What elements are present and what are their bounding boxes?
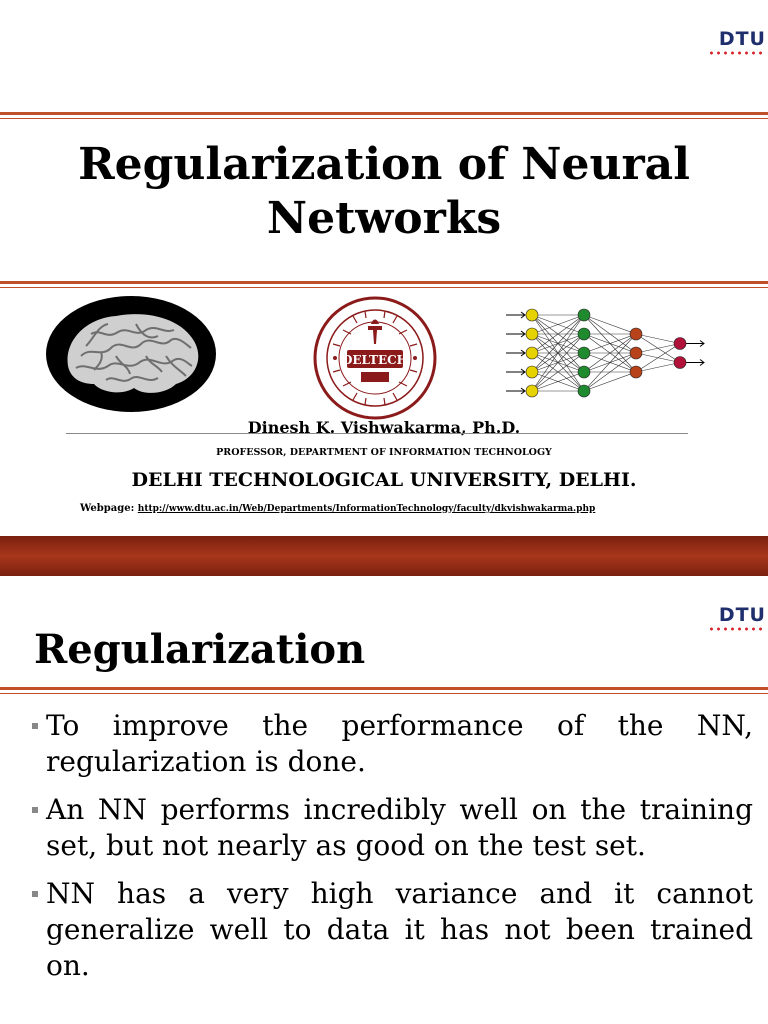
nn-neuron [525, 384, 539, 398]
bullet-marker [32, 891, 38, 897]
title-slide: DTU Regularization of Neural Networks DE… [0, 28, 768, 514]
nn-input-arrow [506, 368, 526, 376]
nn-neuron [525, 365, 539, 379]
nn-connection [583, 333, 637, 354]
webpage-link[interactable]: http://www.dtu.ac.in/Web/Departments/Inf… [137, 504, 596, 514]
nn-neuron [629, 327, 643, 341]
nn-input-arrow [506, 330, 526, 338]
seal-center-text: DELTECH [342, 353, 408, 367]
webpage-label: Webpage: [80, 503, 135, 514]
nn-output-arrow [686, 359, 705, 366]
bullet-marker [32, 807, 38, 813]
neural-network-diagram [506, 308, 705, 398]
bullet-list: To improve the performance of the NN, re… [18, 708, 753, 996]
brain-image [46, 296, 216, 412]
nn-connection [531, 314, 585, 392]
nn-neuron [673, 356, 687, 369]
nn-output-arrow [686, 340, 705, 347]
slide-title: Regularization of Neural Networks [78, 139, 690, 244]
heading-rule-thin [0, 693, 768, 694]
university-name: DELHI TECHNOLOGICAL UNIVERSITY, DELHI. [131, 469, 637, 491]
slide-divider-band [0, 536, 768, 576]
nn-neuron [629, 346, 643, 360]
nn-neuron [577, 346, 591, 360]
nn-neuron [525, 346, 539, 360]
nn-connection [635, 343, 681, 354]
nn-neuron [525, 327, 539, 341]
nn-neuron [673, 337, 687, 350]
bullet-marker [32, 723, 38, 729]
nn-neuron [577, 308, 591, 322]
nn-input-arrow [506, 311, 526, 319]
nn-connection [531, 371, 585, 392]
nn-connection [583, 333, 637, 373]
nn-neuron [629, 365, 643, 379]
bullet-item: NN has a very high variance and it canno… [18, 876, 753, 984]
dtu-logo-2: DTU [718, 604, 766, 626]
heading-rule [0, 687, 768, 690]
slide-heading: Regularization [34, 626, 366, 673]
dtu-logo-dots-2 [708, 627, 766, 631]
bullet-text: NN has a very high variance and it canno… [46, 877, 753, 982]
nn-connection [531, 352, 585, 392]
nn-neuron [577, 365, 591, 379]
bullet-text: An NN performs incredibly well on the tr… [46, 793, 753, 862]
bullet-text: To improve the performance of the NN, re… [46, 709, 753, 778]
nn-connection [583, 314, 637, 335]
nn-connection [531, 314, 585, 373]
author-position: PROFESSOR, DEPARTMENT OF INFORMATION TEC… [216, 447, 552, 458]
top-rule [0, 112, 768, 115]
nn-connection [531, 314, 585, 335]
dtu-logo-dots [708, 51, 766, 55]
nn-input-arrow [506, 387, 526, 395]
nn-input-arrow [506, 349, 526, 357]
nn-connection [583, 352, 637, 392]
university-seal: DELTECH [313, 296, 437, 420]
nn-connection [635, 343, 681, 373]
nn-connection [635, 333, 681, 344]
webpage-line: Webpage: http://www.dtu.ac.in/Web/Depart… [80, 503, 595, 514]
nn-connection [531, 314, 585, 354]
nn-neuron [525, 308, 539, 322]
author-divider [66, 433, 688, 434]
nn-connection [583, 371, 637, 392]
dtu-logo: DTU [718, 28, 766, 50]
nn-connection [635, 362, 681, 373]
bullet-item: An NN performs incredibly well on the tr… [18, 792, 753, 864]
author-name: Dinesh K. Vishwakarma, Ph.D. [247, 418, 521, 437]
mid-rule [0, 281, 768, 284]
nn-connection [583, 333, 637, 392]
nn-connection [531, 333, 585, 392]
nn-neuron [577, 384, 591, 398]
top-rule-thin [0, 118, 768, 119]
nn-neuron [577, 327, 591, 341]
content-slide: DTU Regularization To improve the perfor… [0, 576, 768, 1024]
mid-rule-thin [0, 287, 768, 288]
bullet-item: To improve the performance of the NN, re… [18, 708, 753, 780]
